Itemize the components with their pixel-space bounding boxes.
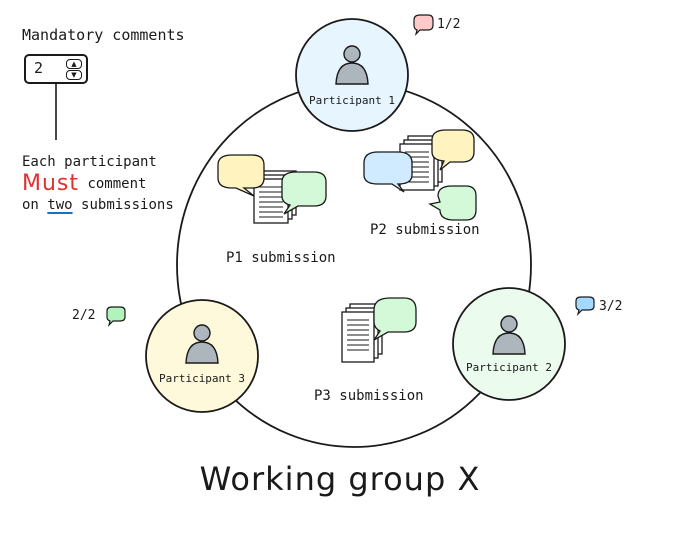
comment-bubble-icon [281, 171, 327, 215]
p2-submission-label: P2 submission [370, 222, 480, 238]
stepper-up-button[interactable]: ▲ [66, 59, 82, 69]
comment-bubble-icon [431, 129, 475, 171]
participant-2-count: 3/2 [599, 299, 623, 314]
chat-bubble-green-icon [106, 306, 126, 327]
p1-submission-graphic [217, 154, 327, 224]
stepper-down-button[interactable]: ▼ [66, 70, 82, 80]
stepper-value[interactable]: 2 [34, 59, 44, 77]
participant-1-node[interactable] [295, 18, 409, 132]
document-stack-icon [341, 303, 383, 363]
person-icon [335, 45, 369, 85]
p3-submission-label: P3 submission [314, 388, 424, 404]
mandatory-comments-label: Mandatory comments [22, 26, 185, 44]
rule-text: Each participant Must comment on two sub… [22, 152, 174, 216]
p3-submission-graphic [341, 297, 417, 363]
person-icon [492, 315, 526, 355]
comment-bubble-icon [428, 185, 477, 221]
triangle-up-icon: ▲ [71, 59, 77, 68]
participant-3-node[interactable] [145, 299, 259, 413]
chat-bubble-blue-icon [575, 296, 595, 316]
person-icon [185, 324, 219, 364]
two-emphasis: two [47, 197, 73, 213]
participant-3-label: Participant 3 [158, 372, 246, 385]
working-group-title: Working group X [199, 460, 481, 498]
participant-2-label: Participant 2 [465, 361, 553, 374]
triangle-down-icon: ▼ [71, 70, 77, 79]
comment-bubble-icon [217, 154, 265, 197]
rule-submissions-text: submissions [81, 197, 174, 213]
mandatory-comments-stepper[interactable]: 2 ▲ ▼ [24, 54, 88, 84]
comment-bubble-icon [373, 297, 417, 341]
p2-submission-graphic [363, 129, 477, 221]
rule-line-2: Must comment [22, 173, 174, 195]
must-emphasis: Must [22, 171, 80, 196]
rule-line-2-rest: comment [87, 176, 147, 192]
participant-3-count: 2/2 [72, 308, 96, 323]
p1-submission-label: P1 submission [226, 250, 336, 266]
rule-line-1: Each participant [22, 154, 157, 170]
rule-on-text: on [22, 197, 39, 213]
rule-line-3: on two submissions [22, 195, 174, 216]
participant-2-node[interactable] [452, 287, 566, 401]
comment-bubble-icon [363, 151, 413, 193]
chat-bubble-red-icon [413, 14, 434, 36]
participant-1-count: 1/2 [437, 17, 461, 32]
participant-1-label: Participant 1 [308, 94, 396, 107]
